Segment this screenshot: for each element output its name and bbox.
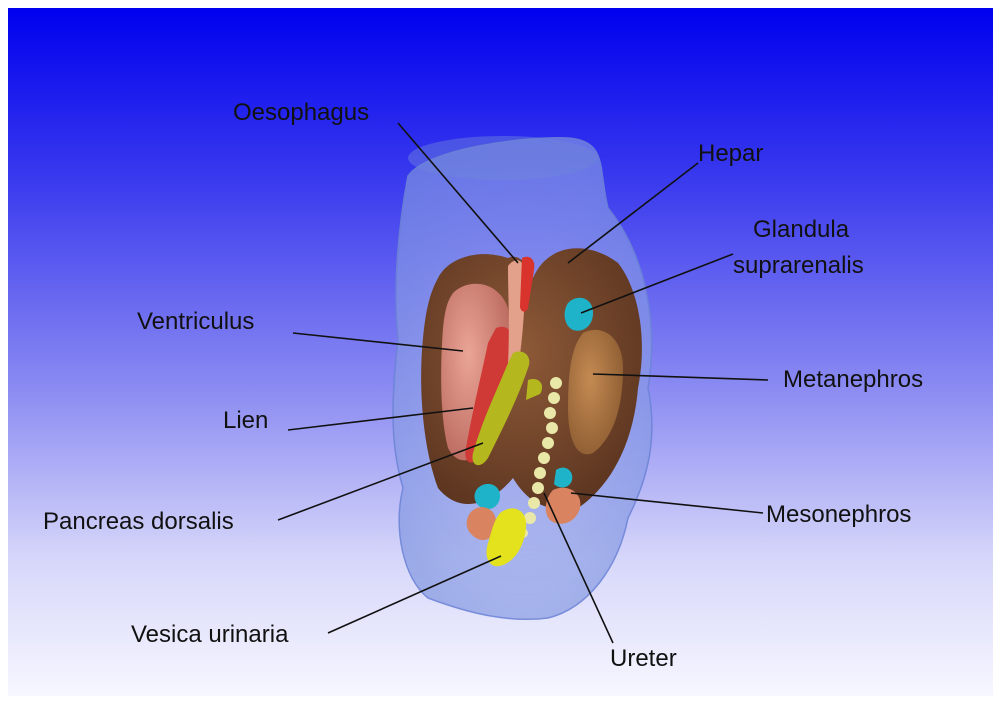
label-ureter: Ureter — [610, 645, 677, 673]
label-pancreas: Pancreas dorsalis — [43, 508, 234, 536]
label-oesophagus: Oesophagus — [233, 99, 369, 127]
label-lien: Lien — [223, 407, 268, 435]
label-hepar: Hepar — [698, 140, 763, 168]
anatomy-scene — [8, 8, 993, 696]
label-glandula-line1: Glandula — [753, 216, 849, 244]
label-glandula-line2: suprarenalis — [733, 252, 864, 280]
render-viewport: Oesophagus Hepar Glandula suprarenalis V… — [8, 8, 993, 696]
label-metanephros: Metanephros — [783, 366, 923, 394]
glandula-right-organ — [554, 468, 572, 488]
label-mesonephros: Mesonephros — [766, 501, 911, 529]
label-ventriculus: Ventriculus — [137, 308, 254, 336]
label-vesica: Vesica urinaria — [131, 621, 288, 649]
